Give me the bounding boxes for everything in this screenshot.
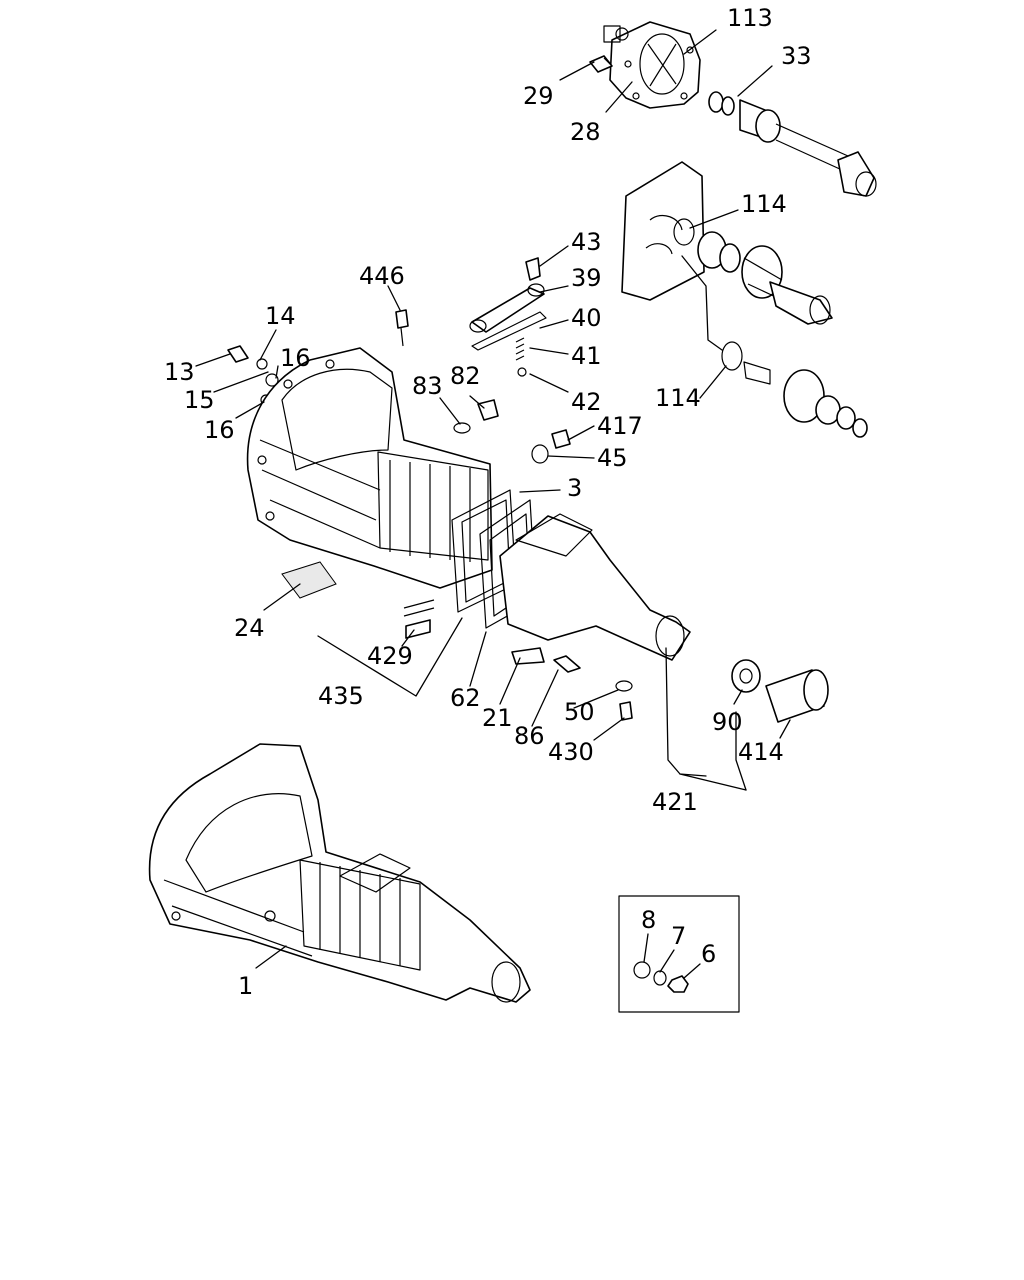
shift-arm-assembly bbox=[469, 257, 547, 377]
dowel-pins-429 bbox=[403, 599, 435, 639]
callout-41: 41 bbox=[571, 342, 602, 370]
callout-430: 430 bbox=[548, 738, 594, 766]
callout-113: 113 bbox=[727, 4, 773, 32]
callout-1: 1 bbox=[238, 972, 253, 1000]
inset-box bbox=[618, 895, 740, 1013]
callout-21: 21 bbox=[482, 704, 513, 732]
callout-83: 83 bbox=[412, 372, 443, 400]
callout-86: 86 bbox=[514, 722, 545, 750]
transmission-assembled bbox=[148, 743, 531, 1003]
callout-40: 40 bbox=[571, 304, 602, 332]
callout-14: 14 bbox=[265, 302, 296, 330]
plug-417-oring-45 bbox=[531, 429, 571, 464]
callout-8: 8 bbox=[641, 906, 656, 934]
callout-114-lower: 114 bbox=[655, 384, 701, 412]
cover-24 bbox=[281, 561, 337, 599]
transmission-case-exploded bbox=[246, 347, 493, 589]
parts-21-86-50-430 bbox=[511, 647, 633, 721]
callout-446: 446 bbox=[359, 262, 405, 290]
callout-435: 435 bbox=[318, 682, 364, 710]
bolt-446 bbox=[395, 309, 409, 347]
extension-housing bbox=[499, 513, 691, 661]
callout-15: 15 bbox=[184, 386, 215, 414]
callout-42: 42 bbox=[571, 388, 602, 416]
plug-82-washer-83 bbox=[453, 399, 499, 434]
rear-cover-assembly bbox=[603, 21, 701, 109]
bearing-90-bushing-414 bbox=[731, 659, 829, 723]
callout-39: 39 bbox=[571, 264, 602, 292]
callout-labels: 113 33 29 28 114 43 39 40 41 42 114 446 … bbox=[164, 4, 812, 1000]
callout-114-upper: 114 bbox=[741, 190, 787, 218]
callout-421: 421 bbox=[652, 788, 698, 816]
counter-gear-upper bbox=[673, 218, 833, 325]
callout-3: 3 bbox=[567, 474, 582, 502]
output-shaft-33 bbox=[708, 91, 877, 197]
counter-gear-lower bbox=[681, 255, 868, 438]
callout-429: 429 bbox=[367, 642, 413, 670]
callout-417: 417 bbox=[597, 412, 643, 440]
callout-29: 29 bbox=[523, 82, 554, 110]
callout-82: 82 bbox=[450, 362, 481, 390]
callout-7: 7 bbox=[671, 922, 686, 950]
leader-lines bbox=[195, 29, 791, 979]
callout-62: 62 bbox=[450, 684, 481, 712]
callout-16-lower: 16 bbox=[204, 416, 235, 444]
callout-50: 50 bbox=[564, 698, 595, 726]
callout-45: 45 bbox=[597, 444, 628, 472]
callout-90: 90 bbox=[712, 708, 743, 736]
callout-28: 28 bbox=[570, 118, 601, 146]
bolt-29 bbox=[589, 55, 613, 73]
callout-24: 24 bbox=[234, 614, 265, 642]
callout-13: 13 bbox=[164, 358, 195, 386]
callout-414: 414 bbox=[738, 738, 784, 766]
intermediate-plate bbox=[621, 161, 705, 301]
callout-43: 43 bbox=[571, 228, 602, 256]
callout-16-upper: 16 bbox=[280, 344, 311, 372]
callout-33: 33 bbox=[781, 42, 812, 70]
callout-6: 6 bbox=[701, 940, 716, 968]
